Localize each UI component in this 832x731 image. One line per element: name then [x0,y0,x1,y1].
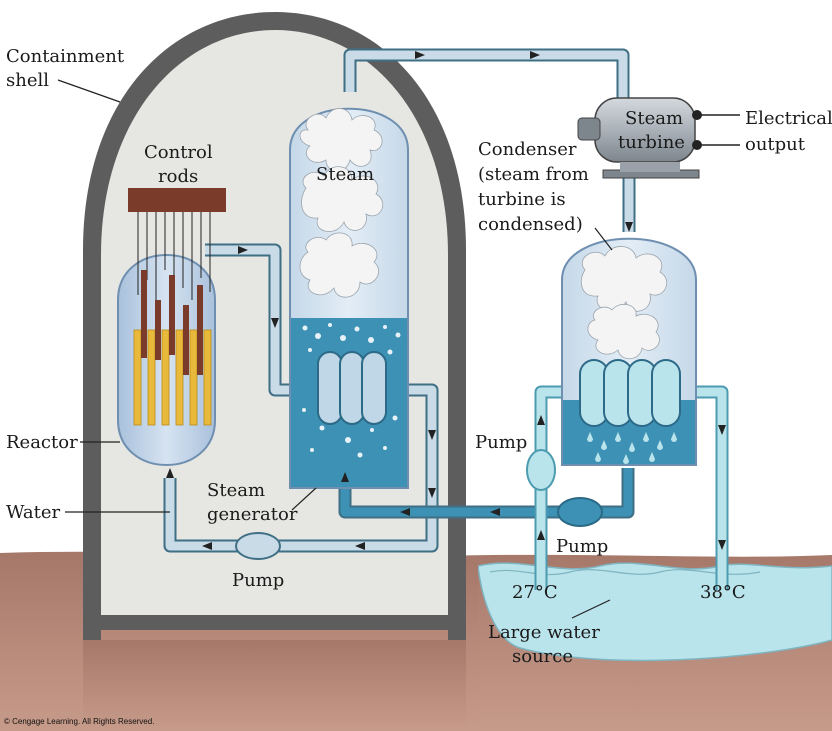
shell-bottom [83,615,466,627]
flow-arrows [166,51,726,550]
label-pump-cooling: Pump [475,432,527,453]
label-pump-condensate: Pump [556,536,608,557]
pump-icon [557,497,603,527]
steam-turbine-icon [577,97,740,179]
steam-loop-pipes [338,48,636,519]
reactor-vessel [117,188,226,466]
label-electrical-output: Electrical output [745,108,832,155]
label-reactor: Reactor [6,432,78,453]
label-steam-turbine: Steam turbine [618,108,689,153]
fuel-rods [133,329,212,426]
ground-front-mid [466,560,478,731]
label-condenser: Condenser (steam from turbine is condens… [478,139,595,235]
ground-front [0,555,101,731]
condenser [561,237,697,466]
water-ripple [489,569,761,576]
leader-lines [57,79,613,619]
coil-icon [317,351,387,425]
label-steam: Steam [316,164,374,185]
steam-generator [289,107,409,489]
control-rod-set [128,188,226,375]
pump-icon [235,532,281,560]
shell-floor [101,556,448,618]
label-control-rods: Control rods [144,142,218,187]
copyright-notice: © Cengage Learning. All Rights Reserved. [4,717,154,726]
shell-base-left [83,555,101,645]
pump-icon [526,449,556,491]
label-water-source: Large water source [488,622,606,667]
label-water: Water [6,502,61,523]
label-steam-generator: Steam generator [207,480,298,525]
label-temp-inlet: 27°C [512,582,558,603]
shell-base-right [448,555,466,645]
label-containment-shell: Containment shell [6,46,130,91]
condenser-coil-icon [579,359,681,427]
condensate-drops [587,432,677,464]
condenser-steam-cloud [580,246,668,360]
label-temp-outlet: 38°C [700,582,746,603]
water-source-pool [477,562,832,662]
label-pump-primary: Pump [232,570,284,591]
steam-cloud [299,108,384,298]
control-rods-header [128,188,226,212]
ground-under-shell [83,640,466,731]
bubbles [302,323,401,458]
